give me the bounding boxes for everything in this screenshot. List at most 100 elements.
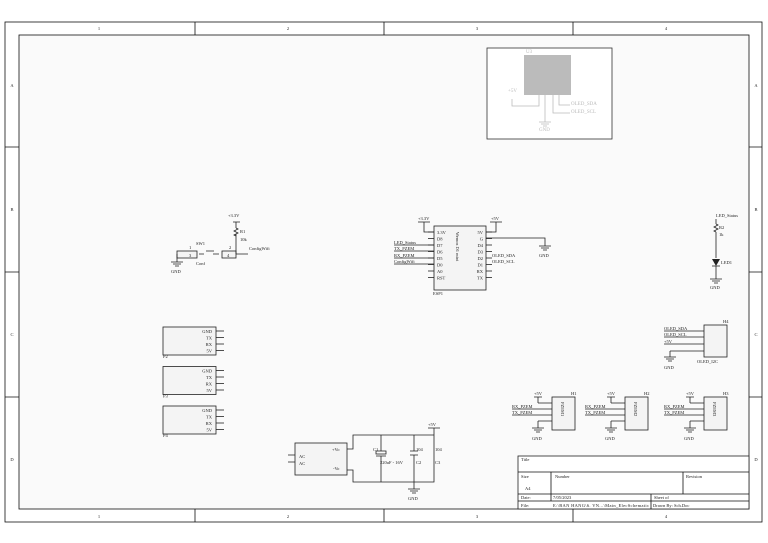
col-label: 2	[287, 514, 289, 519]
oled-connector[interactable]: H4 OLED_I2C OLED_SDA OLED_SCL +5V GND	[664, 319, 729, 370]
pin-number: 1	[189, 245, 191, 250]
row-label: C	[754, 332, 757, 337]
pin-label: 5V	[207, 388, 213, 393]
wires	[585, 396, 625, 433]
pin-number: 3	[189, 253, 192, 258]
net-label: TX_PZEM	[585, 410, 605, 415]
switch-name: Conf	[196, 261, 206, 266]
connector-body	[162, 326, 217, 356]
pin-label: 3.3V	[437, 230, 447, 235]
row-label: D	[754, 457, 758, 462]
net-label: ConfigWifi	[394, 259, 415, 264]
col-label: 3	[476, 26, 479, 31]
resistor-value: 1k	[719, 232, 724, 237]
date-label: Date:	[521, 495, 531, 500]
net-label: OLED_SDA	[664, 326, 688, 331]
ghost-gnd: GND	[539, 128, 550, 133]
pin-label: RX	[206, 421, 213, 426]
ghost-net: OLED_SDA	[571, 102, 597, 107]
pin-number: 4	[227, 253, 230, 258]
pzem-body	[624, 396, 649, 431]
net-label: +5V	[664, 339, 673, 344]
pin-label: D3	[478, 249, 484, 254]
pin-label: GND	[202, 368, 212, 373]
resistor-value: 10k	[240, 237, 248, 242]
vo-minus-label: -Vo	[333, 466, 340, 471]
pin-label: GND	[202, 329, 212, 334]
pin-label: D4	[478, 243, 484, 248]
net-label: TX_PZEM	[664, 410, 684, 415]
oled-name: OLED_I2C	[697, 359, 718, 364]
connector-body	[162, 366, 217, 395]
pin-label: RX	[477, 269, 484, 274]
power-label: +5V	[686, 391, 695, 396]
revision-label: Revision	[686, 474, 703, 479]
pin-label: 5V	[207, 427, 213, 432]
size-label: Size	[521, 474, 529, 479]
date-value: 7/05/2023	[553, 495, 572, 500]
col-label: 1	[98, 514, 100, 519]
gnd-label: GND	[605, 436, 615, 441]
row-label: D	[10, 457, 14, 462]
pzem-name: PZEM3	[712, 402, 717, 417]
switch-ref: SW1	[196, 241, 205, 246]
pin-label: D7	[437, 243, 443, 248]
pzem-body	[551, 396, 576, 431]
vo-plus-label: +Vo	[332, 447, 340, 452]
col-label: 1	[98, 26, 100, 31]
pin-label: G	[480, 236, 484, 241]
oled-module-ghost[interactable]: U3 +5V GND OLED_SDA OLED_SCL	[486, 47, 613, 140]
gnd-label: GND	[171, 269, 181, 274]
row-label: C	[10, 332, 13, 337]
esp-module[interactable]: Wemos D1 mini ESP1 3.3VD8D7D6D5D0A0RST5V…	[394, 216, 551, 296]
pin-label: D6	[437, 249, 443, 254]
power-label: +5V	[534, 391, 543, 396]
gnd-label: GND	[408, 496, 418, 501]
pin-label: RST	[437, 275, 446, 280]
pzem-name: PZEM2	[633, 402, 638, 416]
net-label: TX_PZEM	[394, 246, 414, 251]
sheet-label: Sheet of	[654, 495, 669, 500]
cap-ref: C3	[435, 460, 441, 465]
pin-label: TX	[206, 414, 213, 419]
cap-value: 220uF - 16V	[380, 460, 404, 465]
status-led[interactable]: LED_Status R2 1k LED1 GND	[710, 213, 738, 290]
net-label: RX_PZEM	[664, 404, 685, 409]
power-label: +3.3V	[418, 216, 430, 221]
pin-label: TX	[206, 375, 213, 380]
pzem-ref: H2	[644, 391, 650, 396]
wires	[512, 396, 552, 433]
oled-ref: H4	[723, 319, 729, 324]
net-label: LED_Status	[394, 240, 416, 245]
config-switch[interactable]: 1 3 2 4 SW1 Conf R1 10k +3.3V ConfigWifi…	[171, 213, 270, 274]
row-label: B	[754, 207, 757, 212]
power-label: +5V	[607, 391, 616, 396]
connector-body	[162, 405, 217, 435]
esp-ref: ESP1	[433, 291, 443, 296]
net-label: OLED_SCL	[492, 259, 515, 264]
ghost-pwr: +5V	[508, 89, 517, 94]
file-label: File:	[521, 503, 529, 508]
power-label: +3.3V	[228, 213, 240, 218]
col-label: 4	[665, 514, 668, 519]
pzem-name: PZEM1	[560, 402, 565, 416]
pin-number: 2	[229, 245, 231, 250]
pin-label: D8	[437, 236, 443, 241]
ac-label: AC	[299, 454, 305, 459]
cap-ref: C2	[416, 460, 421, 465]
esp-name: Wemos D1 mini	[455, 232, 460, 262]
ac-label: AC	[299, 461, 305, 466]
resistor-ref: R2	[719, 225, 724, 230]
net-label: RX_PZEM	[585, 404, 606, 409]
pin-label: TX	[206, 335, 213, 340]
power-supply[interactable]: AC AC +Vo -Vo C1 220uF - 16V 104 C2 104 …	[288, 422, 443, 501]
col-label: 3	[476, 514, 479, 519]
gnd-label: GND	[539, 253, 549, 258]
